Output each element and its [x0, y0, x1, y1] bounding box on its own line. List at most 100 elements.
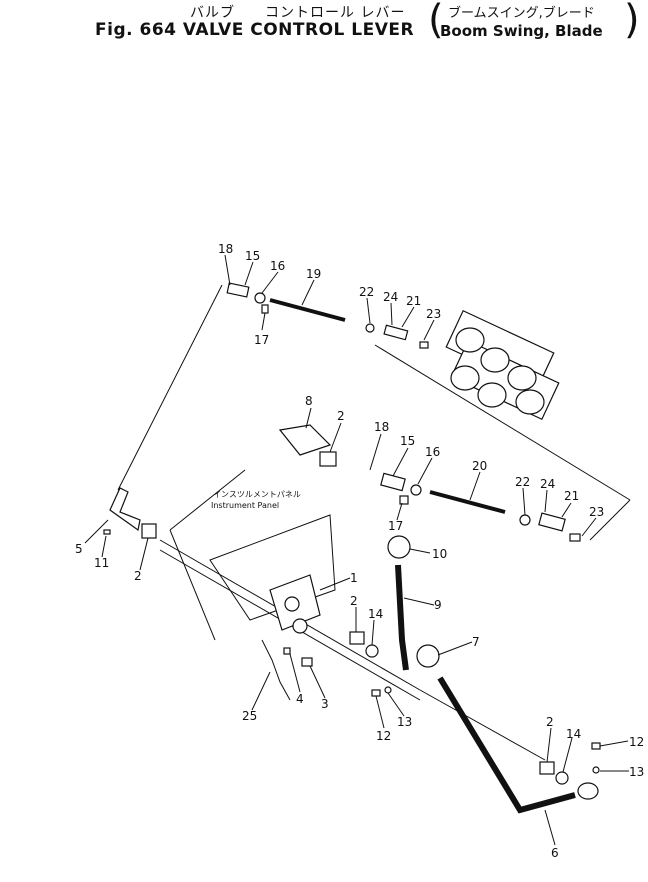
- callout-19: 19: [306, 267, 321, 281]
- bolt-12-lever6: [591, 742, 601, 750]
- callout-21-top: 21: [406, 294, 421, 308]
- nut-16-top: [254, 292, 266, 304]
- callout-23-top: 23: [426, 307, 441, 321]
- lever-6-boss: [577, 782, 599, 800]
- lever-6-assembly: [416, 644, 601, 814]
- rod-end-21-mid: [538, 512, 566, 532]
- bracket-boss-2: [292, 618, 308, 634]
- bushing-2-lever6: [539, 761, 555, 775]
- callout-17-mid: 17: [388, 519, 403, 533]
- leader-lines: [84, 254, 629, 846]
- control-valve: [445, 309, 560, 421]
- bushing-2-left: [141, 523, 157, 539]
- left-paren: (: [428, 0, 444, 43]
- callout-25: 25: [242, 709, 257, 723]
- bolt-17-mid: [399, 495, 409, 505]
- callout-5: 5: [75, 542, 83, 556]
- spring-25: [261, 639, 291, 701]
- bracket-assembly: [261, 574, 321, 701]
- callout-16-mid: 16: [425, 445, 440, 459]
- bolt-17-top: [261, 304, 269, 314]
- callout-2-left: 2: [134, 569, 142, 583]
- washer-14-lever6: [555, 771, 569, 785]
- bolt-3: [301, 657, 313, 667]
- callout-3: 3: [321, 697, 329, 711]
- valve-spool-2: [480, 347, 510, 373]
- jp-subtitle: ブームスイング,ブレード: [448, 6, 595, 21]
- panel-edge-2: [169, 529, 216, 641]
- callout-20: 20: [472, 459, 487, 473]
- rod-end-15-mid: [380, 472, 406, 492]
- callout-22-top: 22: [359, 285, 374, 299]
- callout-13-lever9: 13: [397, 715, 412, 729]
- callout-24-top: 24: [383, 290, 398, 304]
- rod-20: [429, 490, 506, 514]
- nut-16-mid: [410, 484, 422, 496]
- panel-edge-1: [169, 469, 246, 531]
- pin-23-top: [419, 341, 429, 349]
- rod-19: [269, 298, 346, 322]
- jp-title: バルブ コントロール レバー: [190, 5, 406, 21]
- bushing-2-lever9: [349, 631, 365, 645]
- callout-6: 6: [551, 846, 559, 860]
- header: バルブ コントロール レバー ( ブームスイング,ブレード Fig. 664 V…: [0, 0, 648, 60]
- shaft-line-3: [419, 689, 546, 761]
- callout-11: 11: [94, 556, 109, 570]
- left-lever: [103, 487, 157, 539]
- top-linkage: [226, 282, 429, 349]
- valve-spool-3: [507, 365, 537, 391]
- callout-13-lever6: 13: [629, 765, 644, 779]
- lever-8: [278, 424, 332, 456]
- callout-2-mid: 2: [337, 409, 345, 423]
- rod-end-15-top: [226, 282, 250, 298]
- lever-9: [395, 564, 409, 671]
- washer-4: [283, 647, 291, 655]
- long-rod-line: [117, 284, 223, 491]
- callout-8: 8: [305, 394, 313, 408]
- knob-7: [416, 644, 440, 668]
- callout-17-top: 17: [254, 333, 269, 347]
- middle-linkage: [278, 424, 581, 542]
- valve-spool-5: [477, 382, 507, 408]
- lever-6: [437, 676, 576, 814]
- rod-end-21-top: [383, 324, 409, 341]
- pin-23-mid: [569, 533, 581, 542]
- callout-2-lever6: 2: [546, 715, 554, 729]
- callout-4: 4: [296, 692, 304, 706]
- callout-23-mid: 23: [589, 505, 604, 519]
- washer-14-lever9: [365, 644, 379, 658]
- valve-spool-6: [515, 389, 545, 415]
- pin-11: [103, 529, 111, 535]
- lever-5: [109, 487, 141, 532]
- bracket-boss-1: [284, 596, 300, 612]
- panel-label-en: Instrument Panel: [211, 501, 279, 510]
- valve-spool-1: [455, 327, 485, 353]
- nut-22-top: [365, 323, 375, 333]
- washer-13-lever6: [592, 766, 600, 774]
- washer-13-lever9: [384, 686, 392, 694]
- valve-guide-line-1: [374, 344, 631, 501]
- callout-14-lever6: 14: [566, 727, 581, 741]
- callout-9: 9: [434, 598, 442, 612]
- instrument-panel: インスツルメントパネル Instrument Panel: [169, 469, 336, 641]
- callout-10: 10: [432, 547, 447, 561]
- panel-label-jp: インスツルメントパネル: [213, 490, 301, 499]
- knob-10: [387, 535, 411, 559]
- figure-subtitle: Boom Swing, Blade: [440, 22, 603, 40]
- callout-14-lever9: 14: [368, 607, 383, 621]
- right-paren: ): [624, 0, 640, 43]
- callout-22-mid: 22: [515, 475, 530, 489]
- callout-18-mid: 18: [374, 420, 389, 434]
- figure-title: Fig. 664 VALVE CONTROL LEVER: [95, 20, 415, 40]
- callout-7: 7: [472, 635, 480, 649]
- callout-12-lever9: 12: [376, 729, 391, 743]
- bolt-12-lever9: [371, 689, 381, 697]
- panel-plate: [209, 514, 336, 621]
- callout-24-mid: 24: [540, 477, 555, 491]
- callout-15-mid: 15: [400, 434, 415, 448]
- callout-21-mid: 21: [564, 489, 579, 503]
- lever-9-assembly: [349, 535, 411, 697]
- callout-12-lever6: 12: [629, 735, 644, 749]
- callout-18-top: 18: [218, 242, 233, 256]
